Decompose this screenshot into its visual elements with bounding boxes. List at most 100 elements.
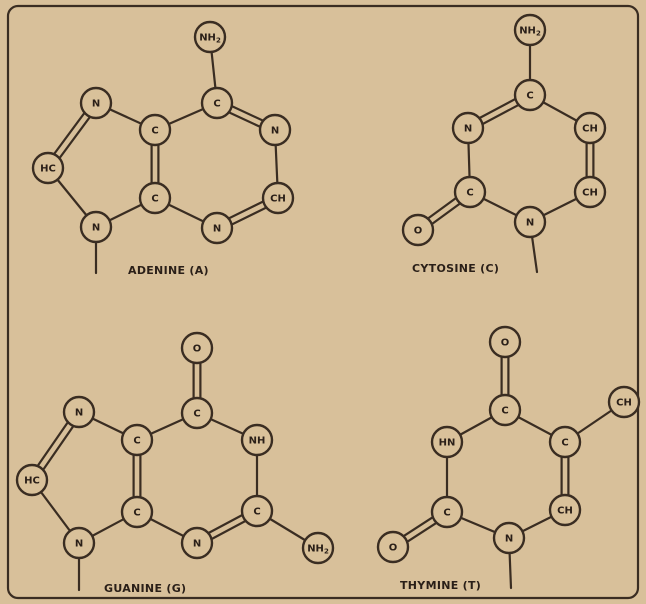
guanine-atom-10: N: [180, 526, 214, 560]
adenine-atom-circle-1: [31, 151, 65, 185]
thymine-atom-label-4: C: [561, 438, 568, 449]
guanine-atom-circle-4: [120, 495, 154, 529]
cytosine-atom-circle-0: [513, 13, 547, 47]
guanine-atom-5: O: [180, 331, 214, 365]
cytosine-atom-label-0: NH2: [519, 26, 541, 38]
frame-border: [6, 4, 640, 600]
thymine-atom-circle-7: [376, 530, 410, 564]
cytosine-atom-label-3: CH: [582, 124, 598, 135]
cytosine-atom-7: N: [513, 205, 547, 239]
cytosine-atom-6: O: [401, 213, 435, 247]
guanine-atom-label-5: O: [193, 344, 202, 355]
thymine-atom-label-8: N: [505, 534, 513, 545]
cytosine-atom-5: C: [453, 175, 487, 209]
thymine-atom-circle-8: [492, 521, 526, 555]
guanine-atom-circle-5: [180, 331, 214, 365]
thymine-atom-label-5: C: [443, 508, 450, 519]
adenine-atom-8: CH: [261, 181, 295, 215]
cytosine-atom-circle-3: [573, 111, 607, 145]
adenine-atom-circle-5: [200, 86, 234, 120]
guanine-atom-label-6: C: [193, 409, 200, 420]
adenine-atom-3: C: [138, 113, 172, 147]
guanine-atom-circle-0: [62, 395, 96, 429]
guanine-atom-label-10: N: [193, 539, 201, 550]
guanine-atom-label-2: N: [75, 539, 83, 550]
cytosine-atom-label-7: N: [526, 218, 534, 229]
cytosine-atom-circle-2: [451, 111, 485, 145]
adenine-atom-5: C: [200, 86, 234, 120]
cytosine-atom-circle-7: [513, 205, 547, 239]
guanine-atom-8: C: [240, 494, 274, 528]
guanine-atom-circle-10: [180, 526, 214, 560]
adenine-caption: ADENINE (A): [128, 264, 209, 277]
guanine-atom-circle-2: [62, 526, 96, 560]
adenine-atom-circle-7: [258, 113, 292, 147]
guanine-atom-circle-1: [15, 463, 49, 497]
cytosine-atom-label-4: CH: [582, 188, 598, 199]
adenine-atom-circle-3: [138, 113, 172, 147]
adenine-atom-label-3: C: [151, 126, 158, 137]
thymine-atom-7: O: [376, 530, 410, 564]
adenine-atom-label-2: N: [92, 223, 100, 234]
cytosine-atom-0: NH2: [513, 13, 547, 47]
guanine-atom-3: C: [120, 423, 154, 457]
thymine-atom-label-0: O: [501, 338, 510, 349]
adenine-atom-1: HC: [31, 151, 65, 185]
guanine-atom-circle-7: [240, 423, 274, 457]
thymine-atom-circle-2: [607, 385, 641, 419]
guanine-atom-label-9: NH2: [307, 544, 329, 556]
cytosine-atom-2: N: [451, 111, 485, 145]
guanine-atom-label-1: HC: [24, 476, 40, 487]
adenine-atom-label-6: NH2: [199, 33, 221, 45]
thymine-atom-circle-4: [548, 425, 582, 459]
adenine-atom-label-0: N: [92, 99, 100, 110]
cytosine-atom-circle-1: [513, 78, 547, 112]
thymine-atom-circle-0: [488, 325, 522, 359]
guanine-atom-label-0: N: [75, 408, 83, 419]
adenine-atom-label-7: N: [271, 126, 279, 137]
thymine-atom-4: C: [548, 425, 582, 459]
adenine-atom-label-9: N: [213, 224, 221, 235]
cytosine-atom-circle-6: [401, 213, 435, 247]
cytosine-atom-label-6: O: [414, 226, 423, 237]
thymine-atom-circle-1: [488, 393, 522, 427]
adenine-atom-circle-6: [193, 20, 227, 54]
adenine-atom-label-1: HC: [40, 164, 56, 175]
cytosine-caption: CYTOSINE (C): [412, 262, 499, 275]
guanine-atom-7: NH: [240, 423, 274, 457]
guanine-atom-9: NH2: [301, 531, 335, 565]
adenine-atom-6: NH2: [193, 20, 227, 54]
adenine-atom-label-4: C: [151, 194, 158, 205]
thymine-atom-5: C: [430, 495, 464, 529]
adenine-atom-circle-2: [79, 210, 113, 244]
adenine-atom-7: N: [258, 113, 292, 147]
guanine-caption: GUANINE (G): [104, 582, 186, 595]
thymine-atom-circle-6: [548, 493, 582, 527]
cytosine-atom-circle-4: [573, 175, 607, 209]
adenine-atom-circle-8: [261, 181, 295, 215]
guanine-atom-4: C: [120, 495, 154, 529]
adenine-atom-9: N: [200, 211, 234, 245]
thymine-atom-1: C: [488, 393, 522, 427]
cytosine-atom-4: CH: [573, 175, 607, 209]
guanine-atom-circle-3: [120, 423, 154, 457]
thymine-atom-label-6: CH: [557, 506, 573, 517]
thymine-atom-label-7: O: [389, 543, 398, 554]
guanine-atom-label-8: C: [253, 507, 260, 518]
cytosine-atom-label-1: C: [526, 91, 533, 102]
thymine-caption: THYMINE (T): [400, 579, 481, 592]
thymine-atom-8: N: [492, 521, 526, 555]
guanine-atom-1: HC: [15, 463, 49, 497]
cytosine-atom-label-5: C: [466, 188, 473, 199]
adenine-atom-0: N: [79, 86, 113, 120]
guanine-atom-label-4: C: [133, 508, 140, 519]
adenine-atom-circle-0: [79, 86, 113, 120]
adenine-atom-circle-9: [200, 211, 234, 245]
thymine-atom-label-1: C: [501, 406, 508, 417]
guanine-atom-6: C: [180, 396, 214, 430]
thymine-atom-label-3: HN: [439, 438, 456, 449]
bond-layer: [28, 28, 626, 592]
guanine-atom-label-7: NH: [249, 436, 266, 447]
